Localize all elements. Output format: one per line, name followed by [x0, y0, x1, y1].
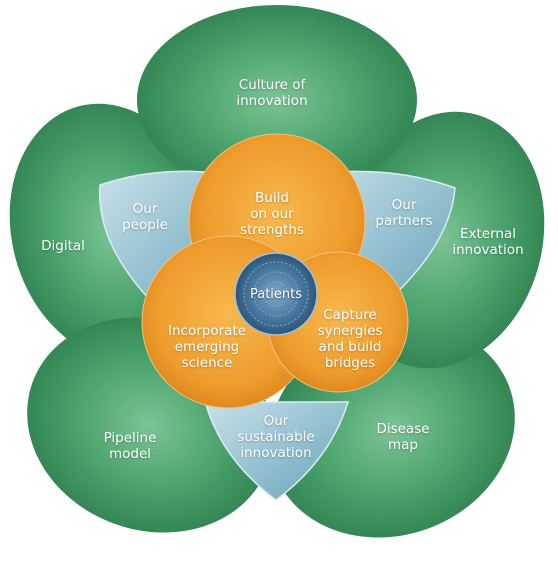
center-disc [234, 252, 318, 336]
outer-petal-culture-of-innovation [137, 5, 417, 195]
inner-petal-our-sustainable-innovation [203, 401, 350, 501]
